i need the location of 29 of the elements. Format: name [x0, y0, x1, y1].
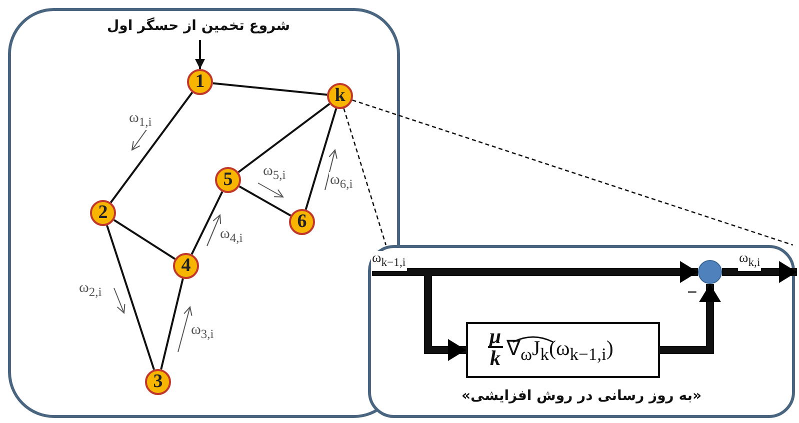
node-circle: 4	[173, 253, 199, 279]
arrow	[660, 284, 721, 354]
node-circle: 6	[289, 209, 315, 235]
connector-line	[190, 191, 224, 255]
summing-junction	[698, 260, 722, 284]
arrow	[722, 261, 797, 283]
node-circle: 3	[145, 369, 171, 395]
node-circle: 2	[90, 200, 116, 226]
node-circle: 5	[215, 167, 241, 193]
panel-label: «به روز رسانی در روش افزایشی»	[460, 388, 702, 404]
arrow	[195, 40, 205, 69]
start-label: شروع تخمین از حسگر اول	[110, 18, 290, 40]
panel	[368, 245, 795, 418]
edge-label: ω$_{6,i}$	[329, 172, 354, 192]
edge-label: ω$_{k−1,i}$	[371, 251, 407, 271]
connector-line	[113, 219, 176, 260]
connector-line	[160, 278, 184, 370]
connector-line	[212, 82, 328, 96]
connector-line	[106, 225, 155, 370]
connector-line	[238, 186, 292, 216]
zoom-line	[352, 99, 794, 246]
connector-line	[304, 108, 338, 210]
connector-line	[110, 92, 194, 204]
arrow	[372, 261, 698, 283]
zoom-line	[343, 108, 387, 246]
connector-line	[238, 103, 330, 173]
node-circle: k	[327, 83, 353, 109]
formula-box	[466, 322, 660, 378]
node-circle: 1	[187, 69, 213, 95]
